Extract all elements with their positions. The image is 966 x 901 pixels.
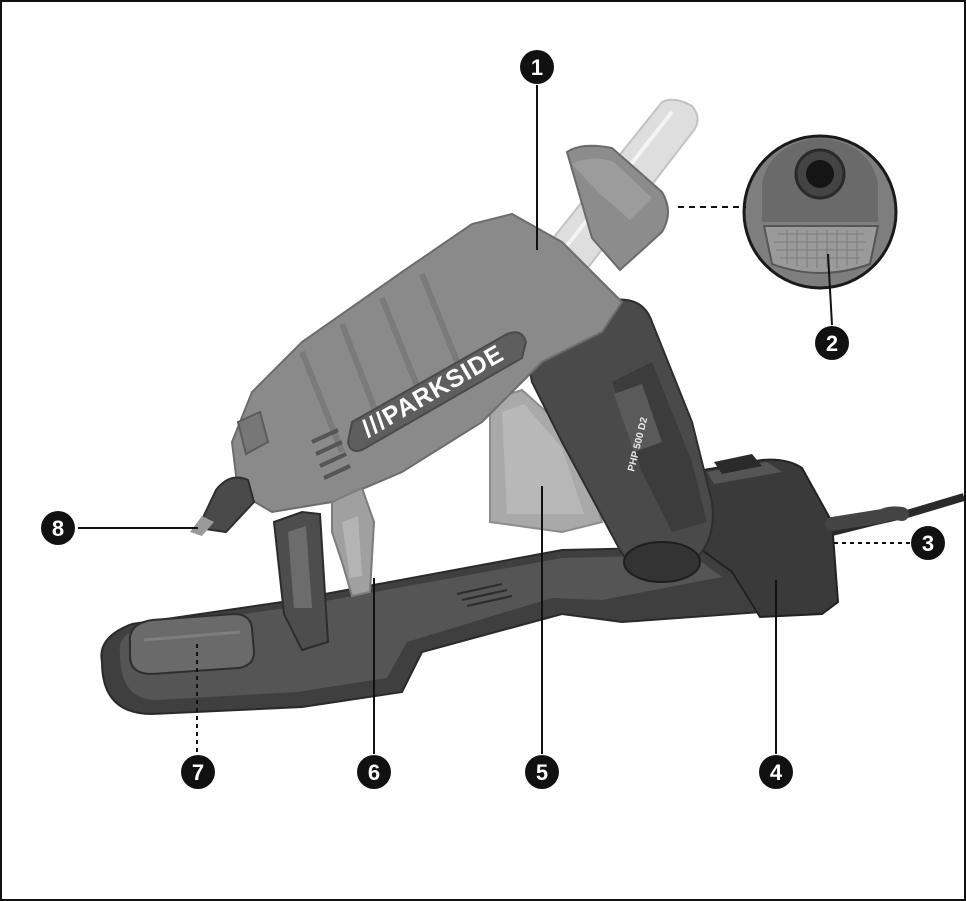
svg-text:6: 6: [368, 760, 380, 785]
svg-text:1: 1: [531, 55, 543, 80]
svg-text:5: 5: [536, 760, 548, 785]
svg-text:3: 3: [922, 531, 934, 556]
base-station: [100, 454, 840, 716]
detail-inset: [742, 134, 898, 290]
power-cable: [825, 493, 964, 536]
nozzle-stand: [272, 510, 330, 652]
docking-housing: [691, 458, 840, 619]
gun-barrel: [230, 212, 624, 514]
callout-4: 4: [759, 755, 793, 789]
rest-fin: [489, 388, 604, 534]
svg-text:2: 2: [826, 331, 838, 356]
callout-5: 5: [525, 755, 559, 789]
callout-3: 3: [911, 526, 945, 560]
leader-lines: [78, 85, 910, 754]
callout-7: 7: [181, 755, 215, 789]
leader-2: [827, 253, 833, 326]
svg-text:4: 4: [770, 760, 783, 785]
base-arm-top: [119, 555, 722, 700]
glue-gun: ///PARKSIDE PHP 500 D2: [190, 144, 714, 598]
callout-8: 8: [41, 511, 75, 545]
callout-2: 2: [815, 326, 849, 360]
glue-tray: [128, 612, 256, 676]
svg-text:8: 8: [52, 516, 64, 541]
brand-panel: [346, 331, 528, 452]
svg-text:7: 7: [192, 760, 204, 785]
callout-6: 6: [357, 755, 391, 789]
nozzle: [196, 476, 256, 534]
callout-1: 1: [520, 50, 554, 84]
